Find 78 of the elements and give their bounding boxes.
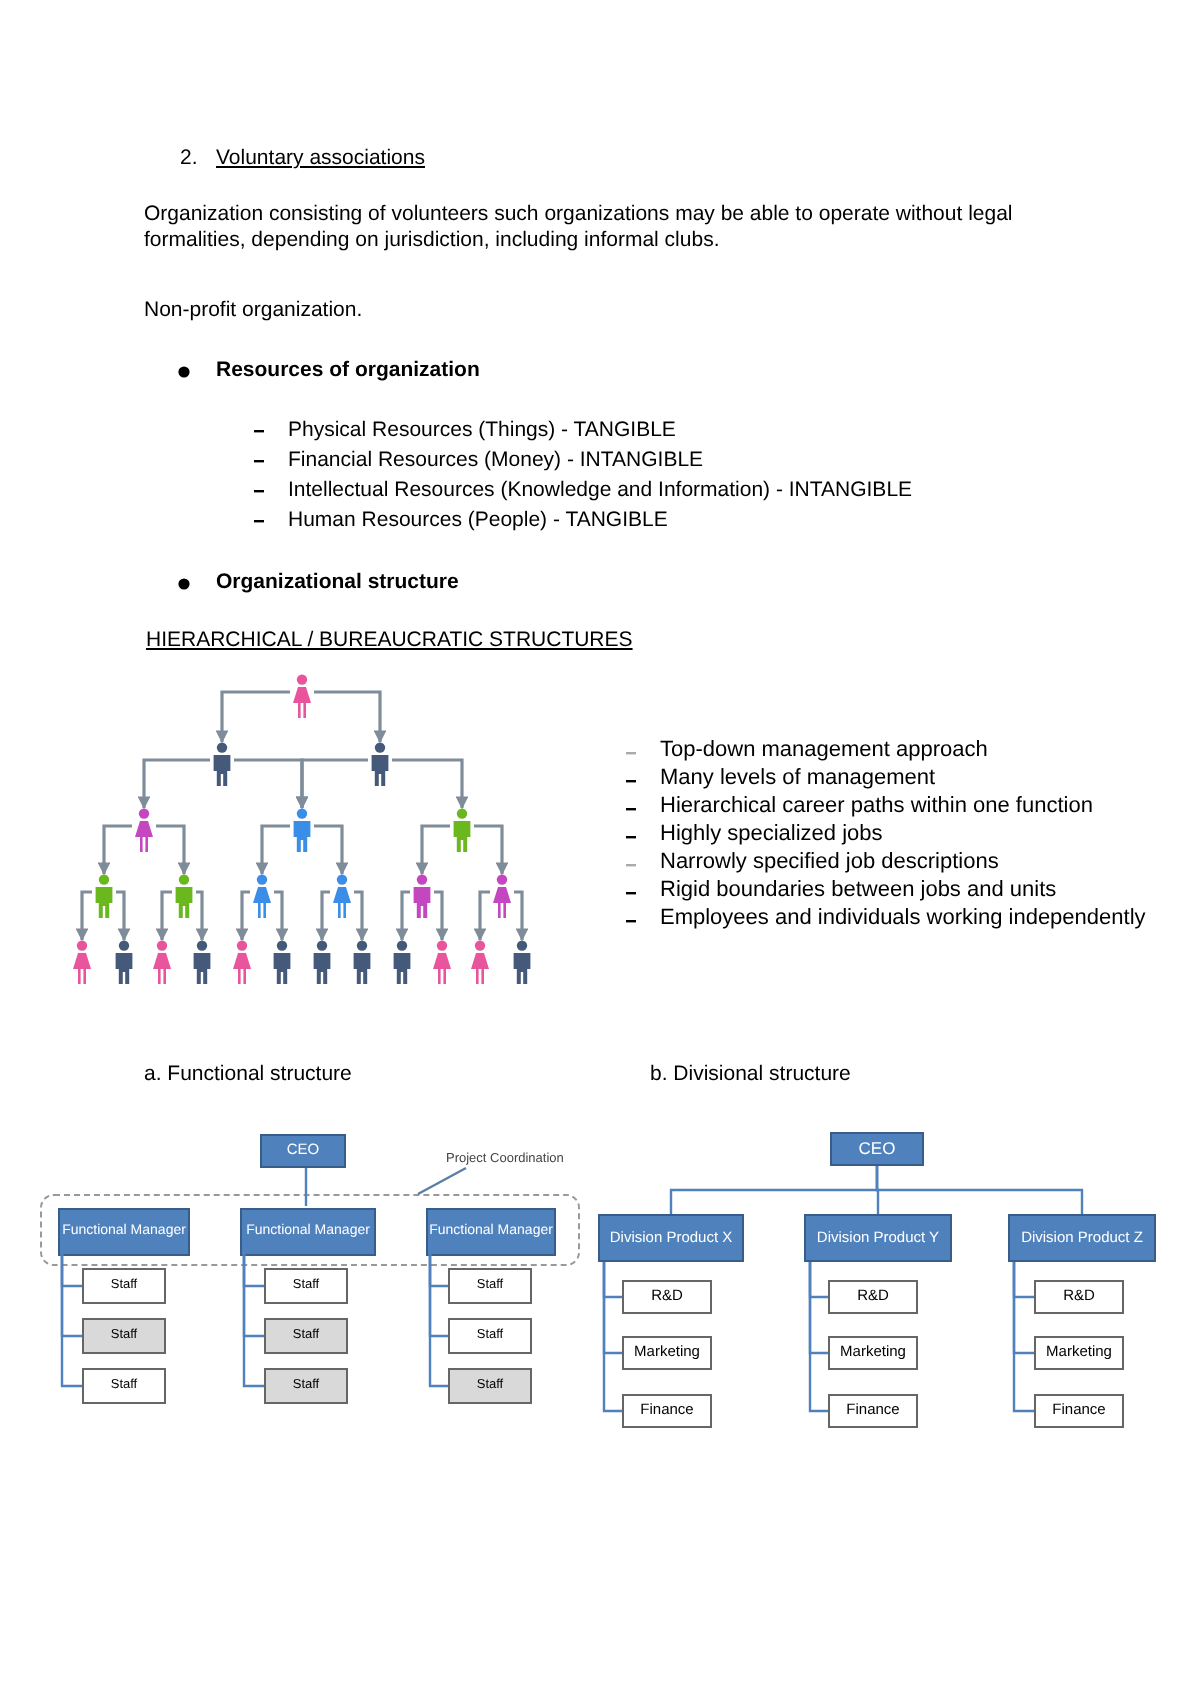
person-icon — [250, 874, 274, 918]
connector-line — [60, 1254, 82, 1388]
list-item: Highly specialized jobs — [660, 822, 885, 850]
list-item: Many levels of management — [660, 766, 938, 794]
connector-line — [602, 1262, 622, 1413]
list-item: Narrowly specified job descriptions — [660, 850, 1001, 878]
arrow — [195, 890, 209, 942]
arrow — [235, 890, 250, 942]
arrow — [155, 890, 172, 942]
text: a. Functional structure — [144, 1062, 354, 1089]
person-icon — [468, 940, 492, 984]
arrow — [314, 824, 349, 876]
list-item: Hierarchical career paths within one function — [660, 794, 1095, 822]
arrow — [354, 890, 369, 942]
arrow — [274, 890, 289, 942]
arrow — [395, 890, 410, 942]
person-icon — [368, 742, 392, 786]
person-icon — [430, 940, 454, 984]
arrow — [315, 890, 330, 942]
person-icon — [92, 874, 116, 918]
list-item: Human Resources (People) - TANGIBLE — [288, 508, 670, 535]
list-item: Rigid boundaries between jobs and units — [660, 878, 1059, 906]
arrow — [75, 890, 92, 942]
person-icon — [490, 874, 514, 918]
person-icon — [290, 674, 314, 718]
connector-line — [1012, 1262, 1034, 1413]
connector-line — [428, 1254, 448, 1388]
connector-line — [875, 1166, 1084, 1214]
person-icon — [270, 940, 294, 984]
text: Voluntary associations — [216, 146, 427, 173]
text: Non-profit organization. — [144, 298, 365, 325]
person-icon — [112, 940, 136, 984]
person-icon — [290, 808, 314, 852]
arrow — [474, 824, 509, 876]
list-item: Top-down management approach — [660, 738, 990, 766]
list-item: Physical Resources (Things) - TANGIBLE — [288, 418, 678, 445]
list-item: Resources of organization — [216, 358, 482, 385]
arrow — [434, 890, 449, 942]
org-box: CEO — [830, 1132, 924, 1166]
arrow — [215, 690, 290, 744]
leader-line — [417, 1166, 467, 1196]
person-icon — [210, 742, 234, 786]
person-icon — [230, 940, 254, 984]
arrow — [116, 890, 131, 942]
person-icon — [390, 940, 414, 984]
arrow — [314, 690, 387, 744]
arrow — [156, 824, 191, 876]
arrow — [415, 824, 450, 876]
person-icon — [450, 808, 474, 852]
connector-line — [304, 1168, 308, 1206]
text: HIERARCHICAL / BUREAUCRATIC STRUCTURES — [146, 628, 635, 655]
person-icon — [310, 940, 334, 984]
person-icon — [190, 940, 214, 984]
person-icon — [172, 874, 196, 918]
arrow — [97, 824, 132, 876]
arrow — [392, 758, 469, 810]
arrow — [137, 758, 210, 810]
text: 2. — [180, 146, 200, 173]
person-icon — [132, 808, 156, 852]
arrow — [473, 890, 490, 942]
connector-line — [808, 1262, 828, 1413]
arrow — [295, 758, 368, 810]
arrow — [514, 890, 529, 942]
text: Organization consisting of volunteers such organizations may be able to operate without legal formalities, depending on jurisdiction, including informal clubs. — [144, 202, 1015, 255]
person-icon — [70, 940, 94, 984]
person-icon — [350, 940, 374, 984]
text: b. Divisional structure — [650, 1062, 853, 1089]
list-item: Organizational structure — [216, 570, 461, 597]
dashed-grouping-box — [40, 1194, 580, 1266]
person-icon — [510, 940, 534, 984]
list-item: Intellectual Resources (Knowledge and Information) - INTANGIBLE — [288, 478, 915, 505]
list-item: Financial Resources (Money) - INTANGIBLE — [288, 448, 706, 475]
person-icon — [410, 874, 434, 918]
person-icon — [330, 874, 354, 918]
arrow — [255, 824, 290, 876]
person-icon — [150, 940, 174, 984]
list-item: Employees and individuals working independently — [660, 906, 1148, 934]
connector-line — [242, 1254, 264, 1388]
